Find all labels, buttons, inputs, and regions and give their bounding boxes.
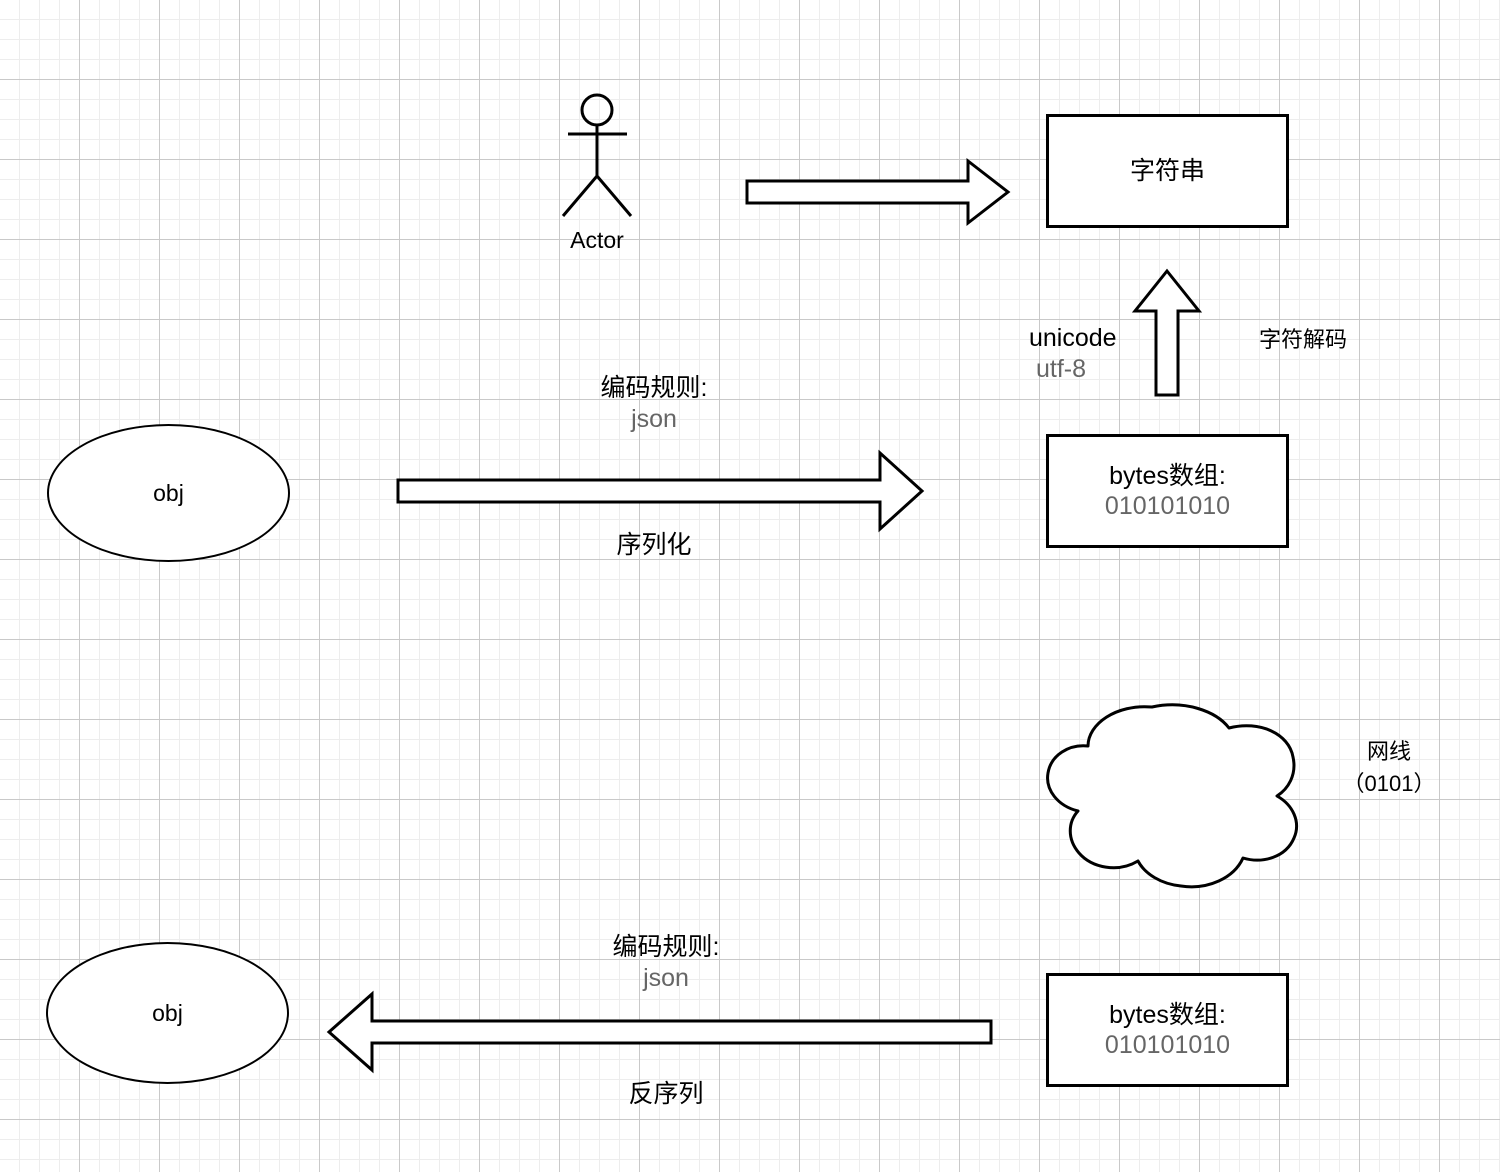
edge-label-json-top: json: [631, 405, 677, 433]
string-box-label: 字符串: [1129, 156, 1205, 185]
edge-label-deserialize: 反序列: [628, 1080, 704, 1108]
node-string-box[interactable]: 字符串: [1046, 114, 1289, 228]
node-obj-top[interactable]: obj: [47, 424, 290, 562]
node-bytes-box-bottom[interactable]: bytes数组: 010101010: [1046, 973, 1289, 1087]
edge-label-serialize: 序列化: [616, 531, 692, 559]
obj-top-label: obj: [153, 479, 184, 506]
obj-bottom-label: obj: [152, 999, 183, 1026]
bytes-box-bottom-line1: bytes数组:: [1109, 1000, 1226, 1029]
actor-label: Actor: [570, 227, 624, 253]
edge-label-encode-rule-bottom: 编码规则:: [612, 933, 720, 961]
cloud-icon: [1046, 703, 1299, 889]
node-obj-bottom[interactable]: obj: [46, 942, 289, 1084]
block-arrow-bytes-to-obj: [328, 1013, 991, 1051]
block-arrow-actor-to-string: [745, 157, 1011, 227]
bytes-box-top-line1: bytes数组:: [1109, 461, 1226, 490]
node-bytes-box-top[interactable]: bytes数组: 010101010: [1046, 434, 1289, 548]
block-arrow-bytes-to-obj-outline: [326, 990, 993, 1074]
annotation-network-line2: （0101）: [1342, 771, 1436, 796]
block-arrow-obj-to-bytes: [396, 449, 925, 533]
annotation-network-line1: 网线: [1366, 739, 1412, 764]
actor-icon: [561, 93, 633, 217]
bytes-box-bottom-line2: 010101010: [1104, 1031, 1231, 1059]
block-arrow-bytes-to-string: [1131, 268, 1203, 397]
edge-label-json-bottom: json: [643, 964, 689, 992]
edge-label-char-decode: 字符解码: [1259, 327, 1348, 352]
edge-label-encode-rule-top: 编码规则:: [600, 374, 708, 402]
bytes-box-top-line2: 010101010: [1104, 492, 1231, 520]
edge-label-utf8: utf-8: [1036, 355, 1087, 383]
edge-label-unicode: unicode: [1029, 324, 1117, 352]
